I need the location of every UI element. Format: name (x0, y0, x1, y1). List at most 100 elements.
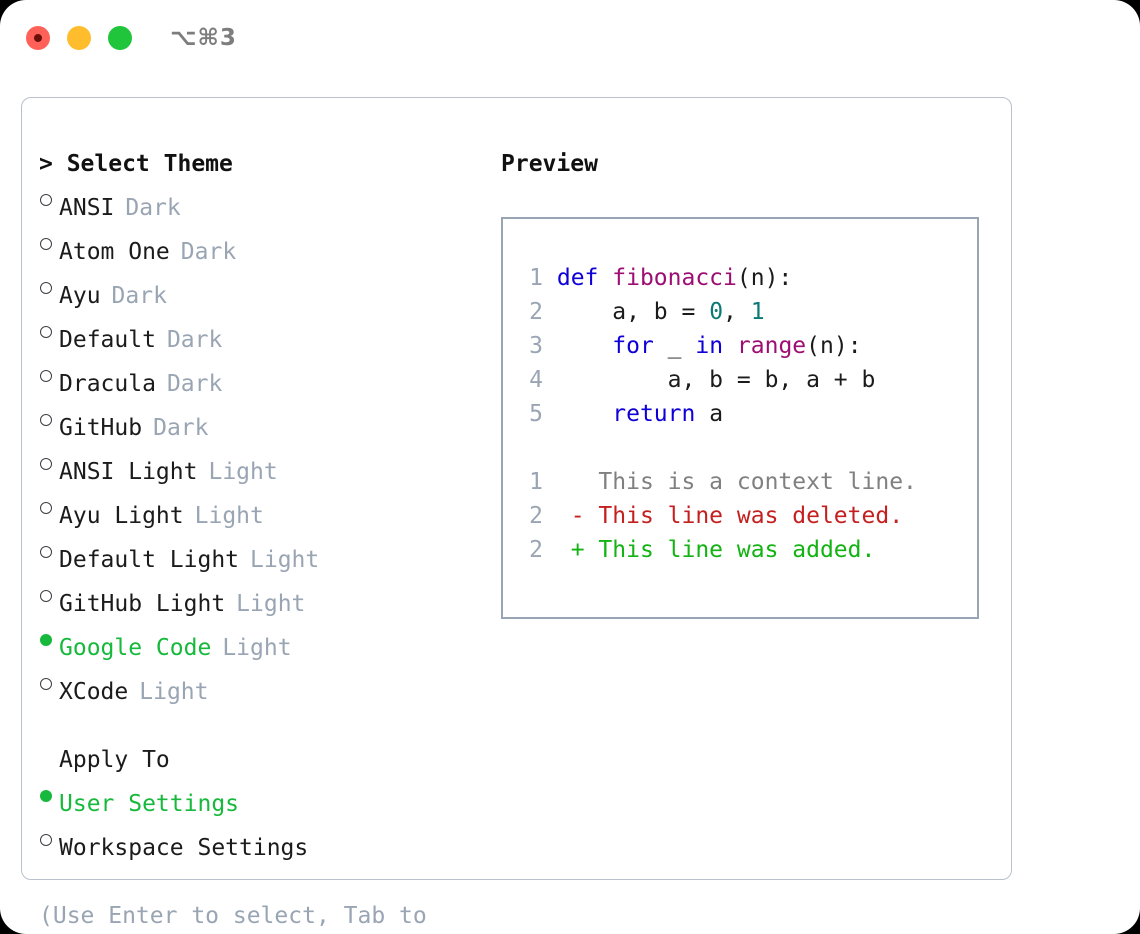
theme-option-tag: Light (139, 679, 209, 705)
code-token-txt (557, 333, 612, 359)
radio-unselected-icon[interactable] (39, 401, 59, 435)
theme-option-tag: Dark (180, 239, 237, 265)
radio-unselected-icon[interactable] (39, 577, 59, 611)
radio-unselected-icon[interactable] (39, 225, 59, 259)
code-token-txt: (n): (736, 265, 793, 291)
theme-option-tag: Light (236, 591, 306, 617)
code-token-fn: range (736, 333, 807, 359)
code-token-kw: def (556, 265, 613, 291)
theme-option[interactable]: Default Dark (39, 313, 479, 357)
line-number: 3 (529, 333, 543, 359)
theme-option[interactable]: XCode Light (39, 665, 479, 709)
radio-unselected-icon[interactable] (39, 357, 59, 391)
theme-option-label: Dracula (59, 371, 156, 397)
theme-option[interactable]: GitHub Light Light (39, 577, 479, 621)
radio-unselected-icon[interactable] (39, 269, 59, 303)
preview-title: Preview (501, 151, 598, 177)
code-line: 5 return a (517, 397, 977, 431)
select-theme-header: > Select Theme (39, 151, 233, 177)
apply-to-option-label: User Settings (59, 791, 240, 817)
code-token-kw: for (612, 333, 654, 359)
theme-option-label: Ayu Light (59, 503, 184, 529)
radio-unselected-icon[interactable] (39, 821, 59, 855)
theme-option-tag: Dark (166, 371, 223, 397)
apply-to-option[interactable]: User Settings (39, 777, 479, 821)
radio-selected-icon[interactable] (39, 621, 59, 655)
theme-option-tag: Light (194, 503, 264, 529)
radio-unselected-icon[interactable] (39, 181, 59, 215)
radio-selected-icon[interactable] (39, 777, 59, 811)
theme-option-label: Default (59, 327, 156, 353)
radio-unselected-icon[interactable] (39, 313, 59, 347)
theme-option-label: GitHub Light (59, 591, 226, 617)
apply-to-header: Apply To (59, 747, 170, 773)
code-token-txt: a, b = b, a + b (556, 367, 876, 393)
close-button[interactable] (26, 26, 50, 50)
code-token-del: - This line was deleted. (556, 503, 904, 529)
code-token-fn: fibonacci (612, 265, 737, 291)
theme-option-tag: Dark (166, 327, 223, 353)
code-token-ctx: This is a context line. (556, 469, 917, 495)
code-token-txt: (n): (806, 333, 862, 359)
minimize-button[interactable] (67, 26, 91, 50)
line-number: 5 (529, 401, 543, 427)
theme-option[interactable]: Default Light Light (39, 533, 479, 577)
line-number: 2 (529, 503, 543, 529)
theme-option-tag: Dark (153, 415, 209, 441)
apply-to-option-label: Workspace Settings (59, 835, 309, 861)
code-token-num: 1 (750, 299, 765, 325)
line-number: 2 (529, 299, 543, 325)
radio-unselected-icon[interactable] (39, 445, 59, 479)
theme-option[interactable]: Ayu Light Light (39, 489, 479, 533)
code-line: 3 for _ in range(n): (517, 329, 977, 363)
theme-option-label: Google Code (59, 635, 212, 661)
theme-option-label: GitHub (59, 415, 143, 441)
diff-sample: 1 This is a context line. 2 - This line w… (517, 465, 977, 567)
radio-unselected-icon[interactable] (39, 533, 59, 567)
code-token-txt: a (695, 401, 724, 427)
maximize-button[interactable] (108, 26, 132, 50)
preview-column: Preview 1 def fibonacci(n):2 a, b = 0, 1… (501, 147, 991, 619)
code-token-txt (723, 333, 737, 359)
apply-to-option[interactable]: Workspace Settings (39, 821, 479, 865)
theme-option[interactable]: GitHub Dark (39, 401, 479, 445)
theme-option[interactable]: ANSI Light Light (39, 445, 479, 489)
theme-option-label: ANSI Light (59, 459, 198, 485)
diff-line: 2 - This line was deleted. (517, 499, 977, 533)
line-number: 4 (529, 367, 543, 393)
code-token-kw: in (695, 333, 724, 359)
code-token-num: 0 (709, 299, 724, 325)
hint-spacer (39, 865, 479, 899)
theme-option-tag: Dark (111, 283, 167, 309)
radio-unselected-icon[interactable] (39, 489, 59, 523)
list-spacer (39, 709, 479, 743)
keyboard-hint-text: (Use Enter to select, Tab to change focu… (39, 903, 427, 929)
diff-line: 2 + This line was added. (517, 533, 977, 567)
code-diff-separator (517, 431, 977, 465)
traffic-light-buttons (26, 26, 132, 50)
code-token-kw: return (612, 401, 696, 427)
theme-option[interactable]: Dracula Dark (39, 357, 479, 401)
radio-unselected-icon[interactable] (39, 665, 59, 699)
code-line: 1 def fibonacci(n): (517, 261, 977, 295)
theme-option-label: XCode (59, 679, 129, 705)
line-number: 1 (529, 469, 543, 495)
theme-option-tag: Light (250, 547, 320, 573)
theme-option-tag: Dark (125, 195, 181, 221)
theme-option-label: Default Light (59, 547, 240, 573)
code-token-txt: _ (653, 333, 696, 359)
theme-option-tag: Light (208, 459, 278, 485)
code-token-add: + This line was added. (556, 537, 876, 563)
code-token-txt (557, 401, 612, 427)
